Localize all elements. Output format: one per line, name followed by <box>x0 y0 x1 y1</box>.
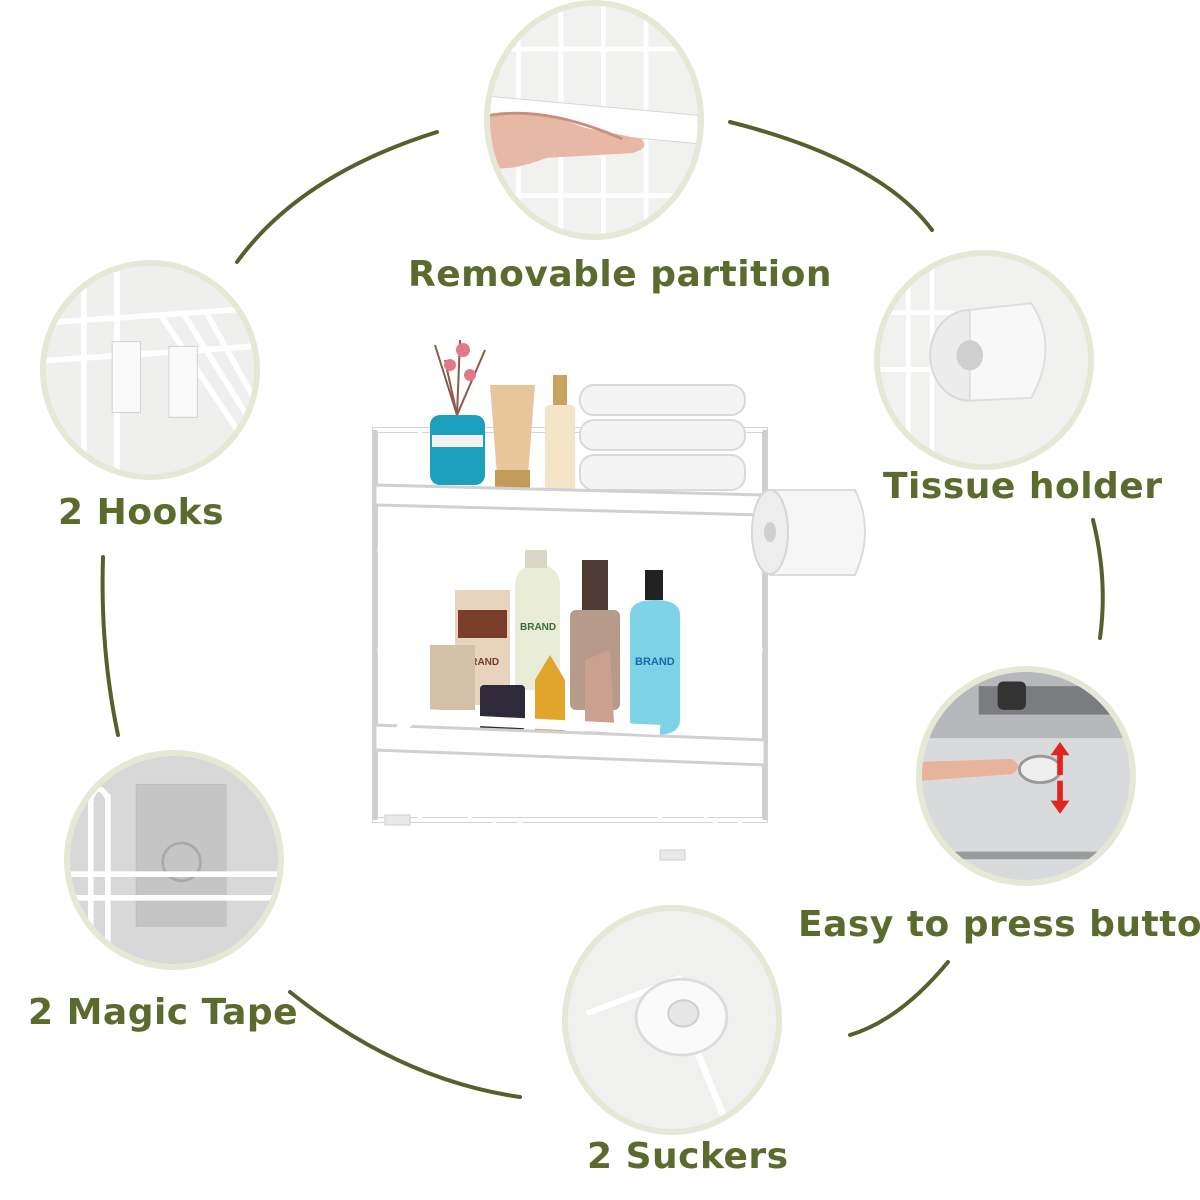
arc-left <box>100 555 120 737</box>
arc-top-left <box>235 130 439 264</box>
tissue-roll <box>751 489 866 576</box>
tissue-holder-image <box>874 250 1094 470</box>
label-hooks: 2 Hooks <box>58 492 225 533</box>
label-suckers: 2 Suckers <box>587 1136 789 1177</box>
hooks-image <box>40 260 260 480</box>
label-magic-tape: 2 Magic Tape <box>28 992 299 1033</box>
tube-brand-label-3: BRAND <box>635 656 675 668</box>
label-tissue-holder: Tissue holder <box>883 466 1163 507</box>
magic-tape-image <box>64 750 284 970</box>
arc-bottom-left <box>288 990 522 1099</box>
arc-top-right <box>728 120 934 232</box>
tube-brand-label-1: BRAND <box>463 657 499 668</box>
label-removable-partition: Removable partition <box>408 254 832 295</box>
easy-press-buttons-image <box>916 666 1136 886</box>
bottom-shelf-products: BRAND BRAND BRAND <box>430 550 680 740</box>
removable-partition-image <box>484 0 704 240</box>
product-rack-image: BRAND BRAND BRAND <box>360 320 890 890</box>
label-easy-press-buttons: Easy to press buttons <box>798 904 1200 945</box>
top-shelf-products <box>430 339 746 495</box>
suckers-image <box>562 905 782 1135</box>
arc-right <box>1091 518 1105 640</box>
tube-brand-label-2: BRAND <box>520 622 556 633</box>
arc-bottom-right <box>848 960 950 1037</box>
